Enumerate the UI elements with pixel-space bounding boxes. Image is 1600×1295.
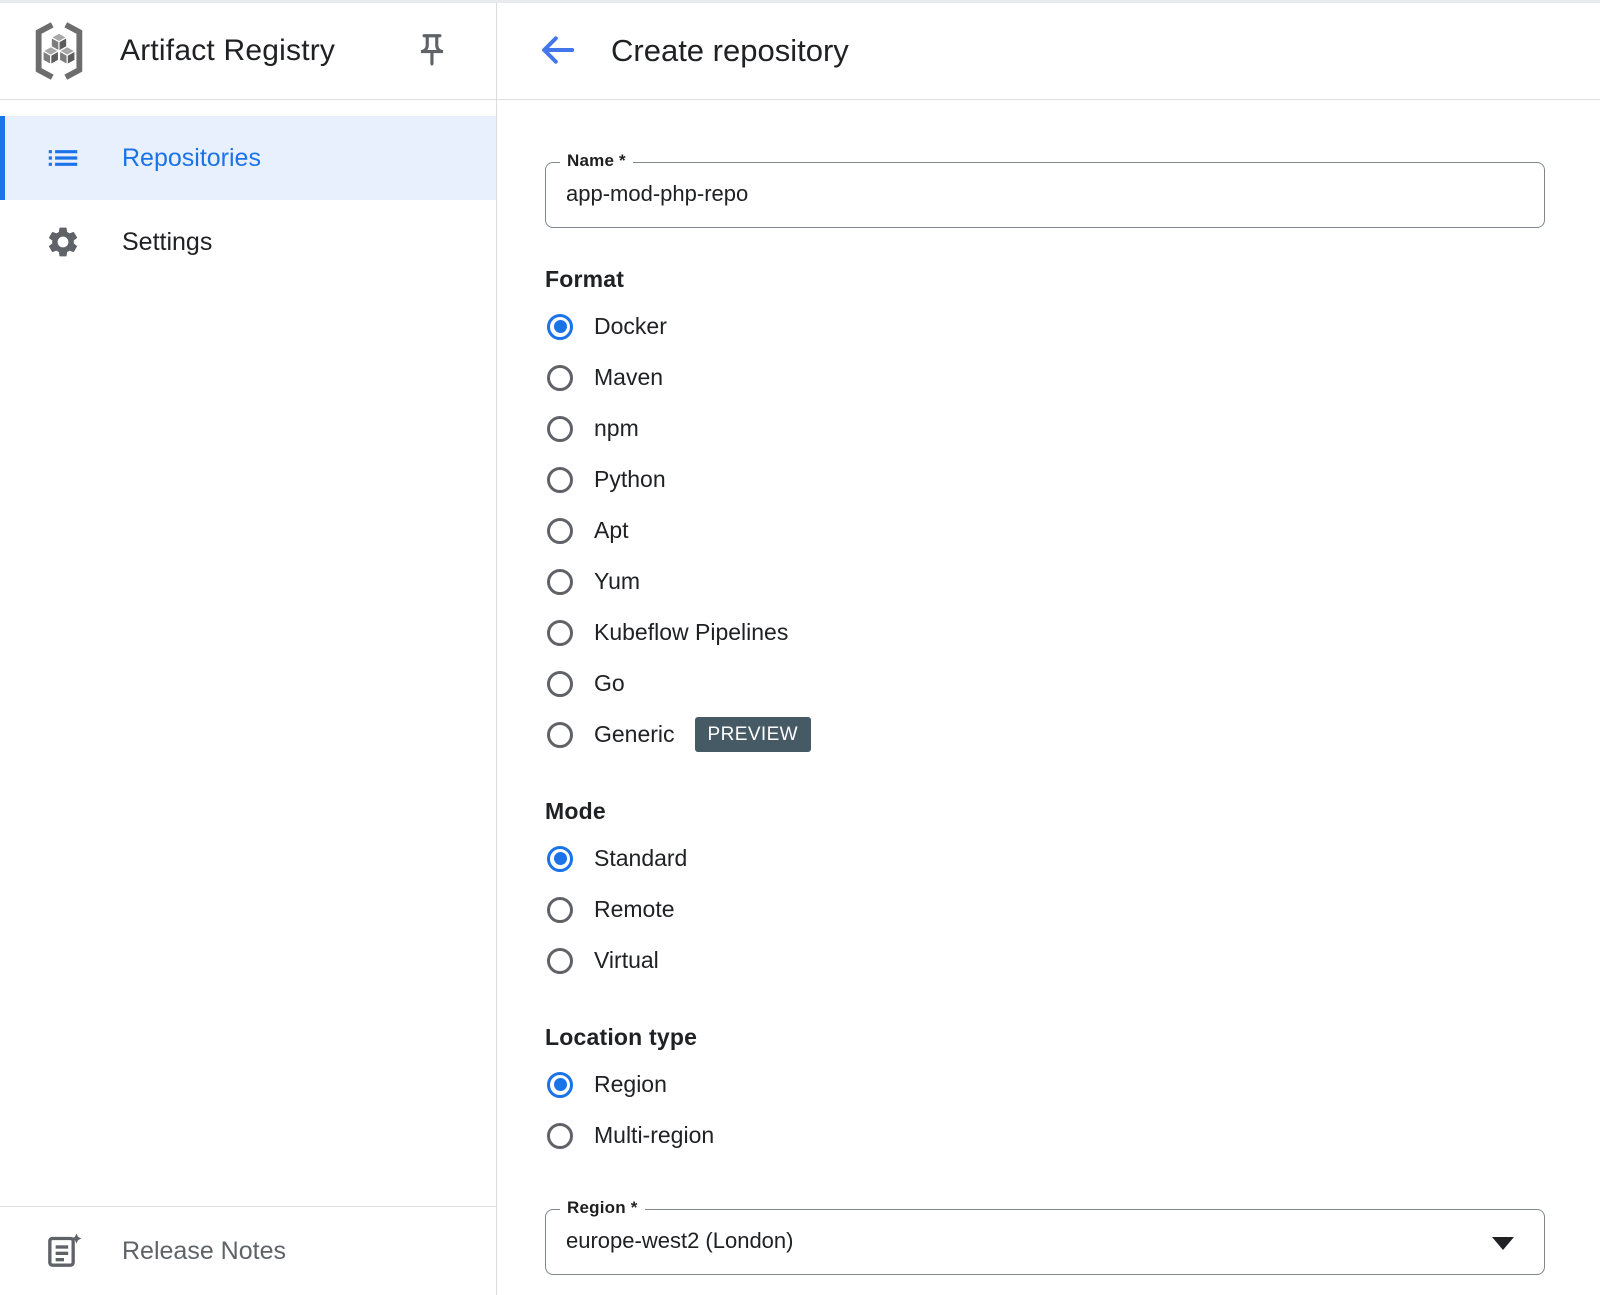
artifact-registry-app: Artifact Registry Repositories: [0, 3, 1600, 1295]
radio-unselected-icon[interactable]: [547, 619, 573, 646]
format-option-apt[interactable]: Apt: [545, 505, 1552, 556]
radio-unselected-icon[interactable]: [547, 670, 573, 697]
format-option-yum[interactable]: Yum: [545, 556, 1552, 607]
page-title: Create repository: [611, 33, 849, 68]
radio-unselected-icon[interactable]: [547, 364, 573, 391]
preview-badge: PREVIEW: [694, 717, 811, 752]
format-option-npm[interactable]: npm: [545, 403, 1552, 454]
back-button[interactable]: [535, 29, 579, 73]
radio-unselected-icon[interactable]: [547, 947, 573, 974]
sidebar-item-repositories[interactable]: Repositories: [0, 116, 496, 200]
radio-unselected-icon[interactable]: [547, 517, 573, 544]
name-field-value[interactable]: app-mod-php-repo: [566, 181, 749, 206]
release-notes-icon: [44, 1231, 84, 1271]
radio-unselected-icon[interactable]: [547, 415, 573, 442]
radio-unselected-icon[interactable]: [547, 568, 573, 595]
mode-option-virtual[interactable]: Virtual: [545, 935, 1552, 986]
sidebar-nav: Repositories Settings: [0, 100, 496, 284]
mode-section: Mode Standard Remote Virtual: [545, 798, 1552, 986]
region-select-value[interactable]: europe-west2 (London): [566, 1228, 794, 1253]
create-repository-form: Name * app-mod-php-repo Format Docker Ma…: [497, 100, 1600, 1275]
artifact-registry-logo-icon: [28, 20, 90, 82]
sidebar-item-label: Settings: [122, 227, 213, 256]
location-type-section-label: Location type: [545, 1024, 698, 1050]
radio-selected-icon[interactable]: [547, 313, 573, 340]
pin-button[interactable]: [410, 29, 454, 73]
radio-selected-icon[interactable]: [547, 1071, 573, 1098]
radio-unselected-icon[interactable]: [547, 1122, 573, 1149]
region-select-label: Region *: [560, 1198, 645, 1218]
radio-unselected-icon[interactable]: [547, 896, 573, 923]
format-option-go[interactable]: Go: [545, 658, 1552, 709]
location-option-region[interactable]: Region: [545, 1059, 1552, 1110]
page-header: Create repository: [497, 3, 1600, 100]
sidebar-item-release-notes[interactable]: Release Notes: [0, 1206, 496, 1295]
radio-unselected-icon[interactable]: [547, 721, 573, 748]
sidebar-item-label: Repositories: [122, 143, 261, 172]
location-option-multi-region[interactable]: Multi-region: [545, 1110, 1552, 1161]
mode-section-label: Mode: [545, 798, 606, 824]
name-field-label: Name *: [560, 151, 633, 171]
list-icon: [44, 139, 82, 177]
format-option-python[interactable]: Python: [545, 454, 1552, 505]
mode-option-remote[interactable]: Remote: [545, 884, 1552, 935]
format-section: Format Docker Maven npm Python: [545, 266, 1552, 760]
release-notes-label: Release Notes: [122, 1236, 286, 1265]
name-field[interactable]: Name * app-mod-php-repo: [545, 151, 1545, 228]
radio-selected-icon[interactable]: [547, 845, 573, 872]
mode-option-standard[interactable]: Standard: [545, 833, 1552, 884]
arrow-left-icon: [536, 29, 578, 74]
dropdown-arrow-icon[interactable]: [1492, 1237, 1514, 1250]
format-section-label: Format: [545, 266, 625, 292]
sidebar-header: Artifact Registry: [0, 3, 496, 100]
radio-unselected-icon[interactable]: [547, 466, 573, 493]
sidebar: Artifact Registry Repositories: [0, 3, 497, 1295]
region-select[interactable]: Region * europe-west2 (London): [545, 1198, 1545, 1275]
main-panel: Create repository Name * app-mod-php-rep…: [497, 3, 1600, 1295]
app-title: Artifact Registry: [120, 34, 336, 67]
gear-icon: [44, 223, 82, 261]
format-option-docker[interactable]: Docker: [545, 301, 1552, 352]
sidebar-item-settings[interactable]: Settings: [0, 200, 496, 284]
pin-icon: [413, 31, 451, 72]
format-option-generic[interactable]: Generic PREVIEW: [545, 709, 1552, 760]
format-option-kubeflow-pipelines[interactable]: Kubeflow Pipelines: [545, 607, 1552, 658]
window-top-strip: [0, 0, 1600, 3]
format-option-maven[interactable]: Maven: [545, 352, 1552, 403]
location-type-section: Location type Region Multi-region: [545, 1024, 1552, 1161]
